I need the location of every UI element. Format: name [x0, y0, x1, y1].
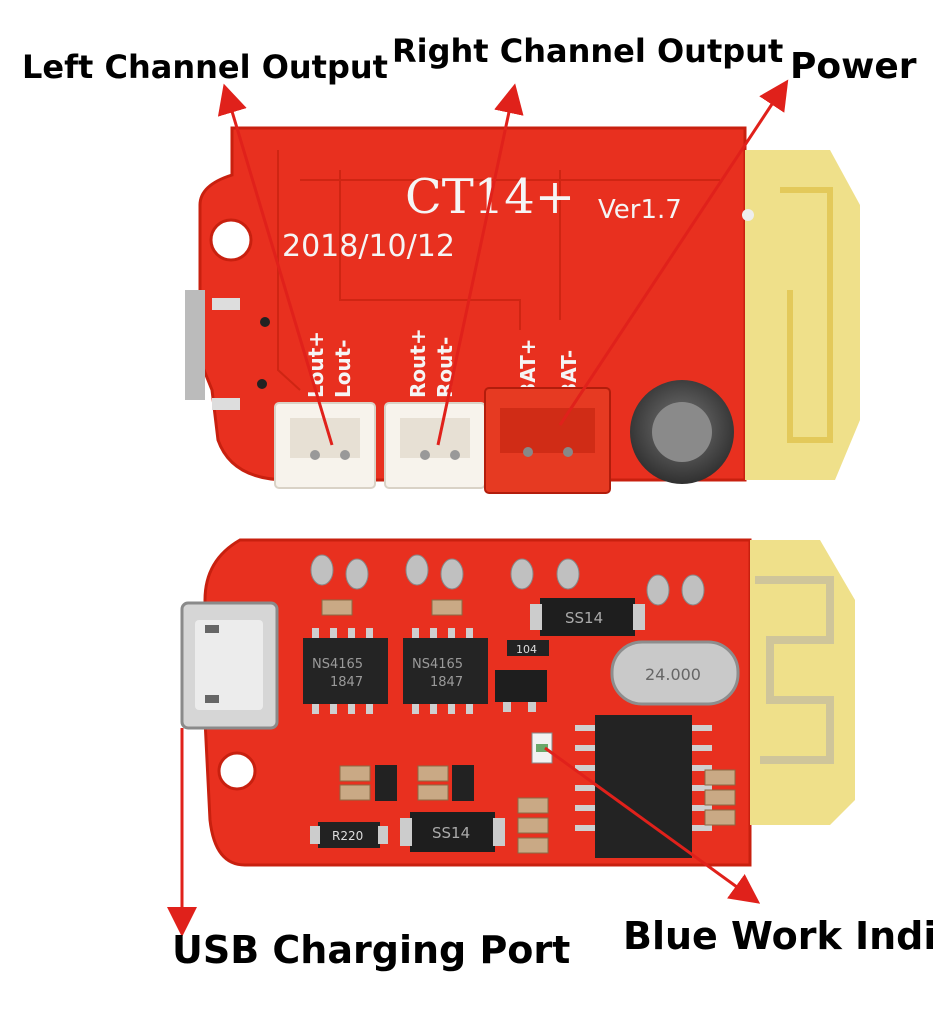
top-board: CT14+ Ver1.7 2018/10/12 Lout+ Lout- Rout…	[185, 126, 860, 494]
svg-text:24.000: 24.000	[645, 665, 701, 684]
usb-port	[180, 601, 279, 730]
svg-text:R220: R220	[332, 829, 363, 843]
pin-rout-minus: Rout-	[433, 337, 457, 398]
amp-chip-left: NS4165 1847	[303, 628, 388, 714]
bluetooth-chip	[575, 715, 712, 858]
label-left-channel-output: Left Channel Output	[22, 48, 388, 86]
top-antenna	[745, 150, 860, 480]
label-right-channel-output: Right Channel Output	[392, 32, 784, 70]
svg-text:104: 104	[516, 643, 537, 656]
diode-bottom: SS14	[400, 812, 505, 852]
crystal: 24.000	[610, 640, 740, 706]
amp-chip-right-code: 1847	[430, 675, 463, 690]
capacitor	[630, 380, 734, 484]
arrow-right-channel	[436, 83, 524, 446]
power-connector	[484, 387, 611, 494]
svg-text:SS14: SS14	[432, 824, 470, 842]
board-version: Ver1.7	[598, 195, 682, 225]
bottom-board: NS4165 1847 NS4165 1847 SS14 104	[180, 538, 855, 867]
amp-chip-right-label: NS4165	[412, 657, 463, 672]
amp-chip-left-code: 1847	[330, 675, 363, 690]
bottom-mount-hole	[217, 751, 257, 791]
pin-rout-plus: Rout+	[406, 328, 430, 398]
arrow-power	[558, 79, 789, 426]
blue-led	[531, 732, 553, 764]
pin-lout-minus: Lout-	[331, 339, 355, 398]
label-usb-charging-port: USB Charging Port	[172, 928, 571, 972]
resistor-r220: R220	[310, 822, 388, 848]
amp-chip-left-label: NS4165	[312, 657, 363, 672]
label-blue-work-indicator: Blue Work Indica	[623, 914, 933, 958]
arrow-left-channel	[217, 83, 334, 446]
left-channel-connector	[274, 402, 376, 489]
diode-top: SS14	[530, 598, 645, 636]
label-power: Power	[790, 46, 917, 87]
board-date: 2018/10/12	[282, 229, 455, 264]
top-mount-hole	[209, 218, 253, 262]
svg-text:SS14: SS14	[565, 609, 603, 627]
resistor-104: 104	[507, 640, 549, 656]
amp-chip-right: NS4165 1847	[403, 628, 488, 714]
right-channel-connector	[384, 402, 486, 489]
arrow-blue-indicator	[544, 746, 761, 904]
